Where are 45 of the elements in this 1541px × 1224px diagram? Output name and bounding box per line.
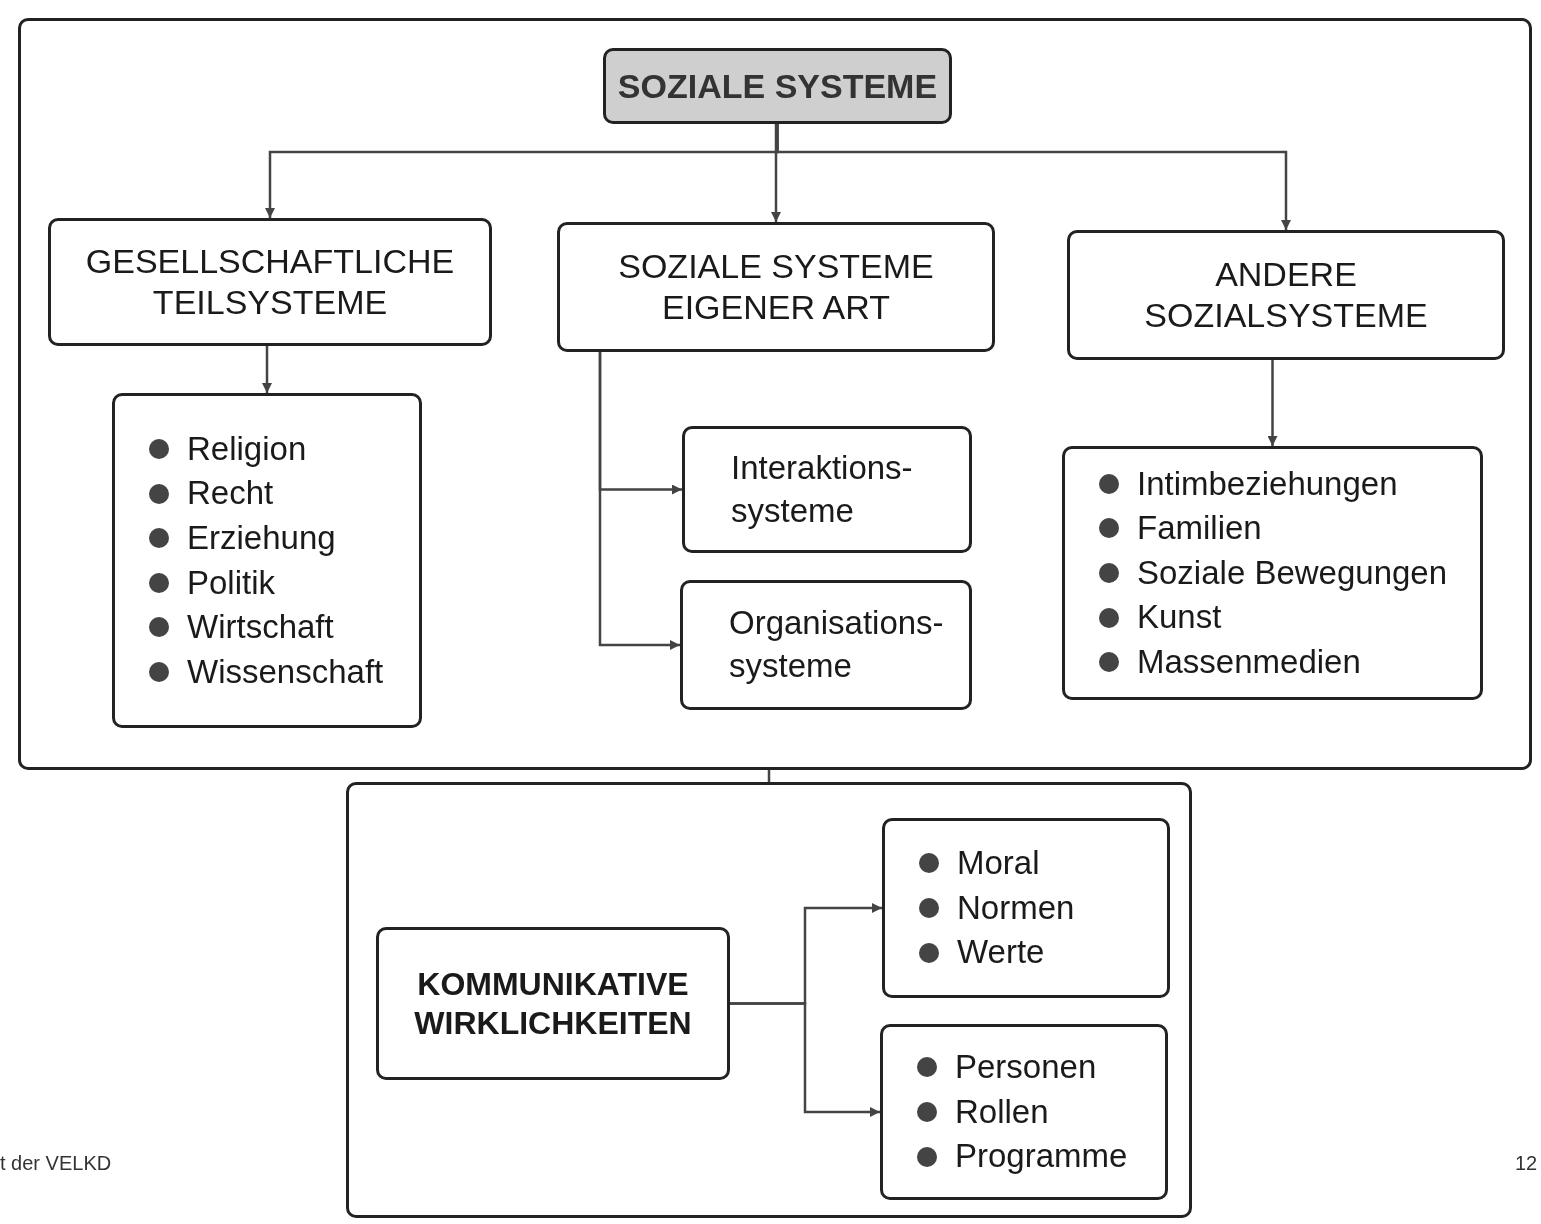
list-item: Intimbeziehungen	[1099, 461, 1398, 507]
list-item: Kunst	[1099, 595, 1222, 640]
system-box	[680, 580, 972, 710]
list-item: Rollen	[917, 1089, 1049, 1135]
list-box	[1062, 446, 1483, 700]
box-label: ANDERE SOZIALSYSTEME	[1143, 254, 1429, 336]
frame-box	[18, 18, 1532, 770]
list-item: Massenmedien	[1099, 639, 1361, 685]
footer-text: 12	[1515, 1152, 1538, 1175]
box-label: Organisations- systeme	[729, 603, 945, 686]
list-item: Werte	[919, 930, 1045, 975]
concept-box	[376, 927, 730, 1080]
category-box	[557, 222, 995, 352]
arrow	[776, 124, 1291, 230]
footer-text: t der VELKD	[0, 1152, 112, 1175]
list-box	[882, 818, 1170, 998]
box-label: SOZIALE SYSTEME EIGENER ART	[617, 246, 935, 328]
arrow	[730, 1002, 880, 1117]
list-box	[112, 393, 422, 728]
list-item: Politik	[149, 560, 276, 606]
system-box	[682, 426, 972, 553]
list-item: Religion	[149, 426, 307, 472]
box-label: KOMMUNIKATIVE WIRKLICHKEITEN	[413, 965, 693, 1042]
arrow	[1267, 360, 1278, 446]
list-box	[880, 1024, 1168, 1200]
list-item: Recht	[149, 471, 274, 516]
list-item: Wissenschaft	[149, 649, 384, 695]
box-label: GESELLSCHAFTLICHE TEILSYSTEME	[84, 241, 456, 323]
frame-box	[346, 782, 1192, 1218]
list-item: Erziehung	[149, 515, 336, 561]
list-item: Moral	[919, 841, 1040, 886]
arrow	[598, 352, 680, 650]
category-box	[48, 218, 492, 346]
list-item: Soziale Bewegungen	[1099, 550, 1448, 596]
category-box	[1067, 230, 1505, 360]
arrow	[262, 346, 272, 393]
list-item: Normen	[919, 885, 1075, 931]
title-box	[603, 48, 952, 124]
box-label: SOZIALE SYSTEME	[617, 65, 938, 107]
list-item: Wirtschaft	[149, 605, 334, 650]
list-item: Familien	[1099, 506, 1262, 551]
list-item: Programme	[917, 1134, 1128, 1179]
box-label: Interaktions- systeme	[731, 447, 914, 531]
list-item: Personen	[917, 1045, 1097, 1090]
arrow	[771, 124, 781, 222]
